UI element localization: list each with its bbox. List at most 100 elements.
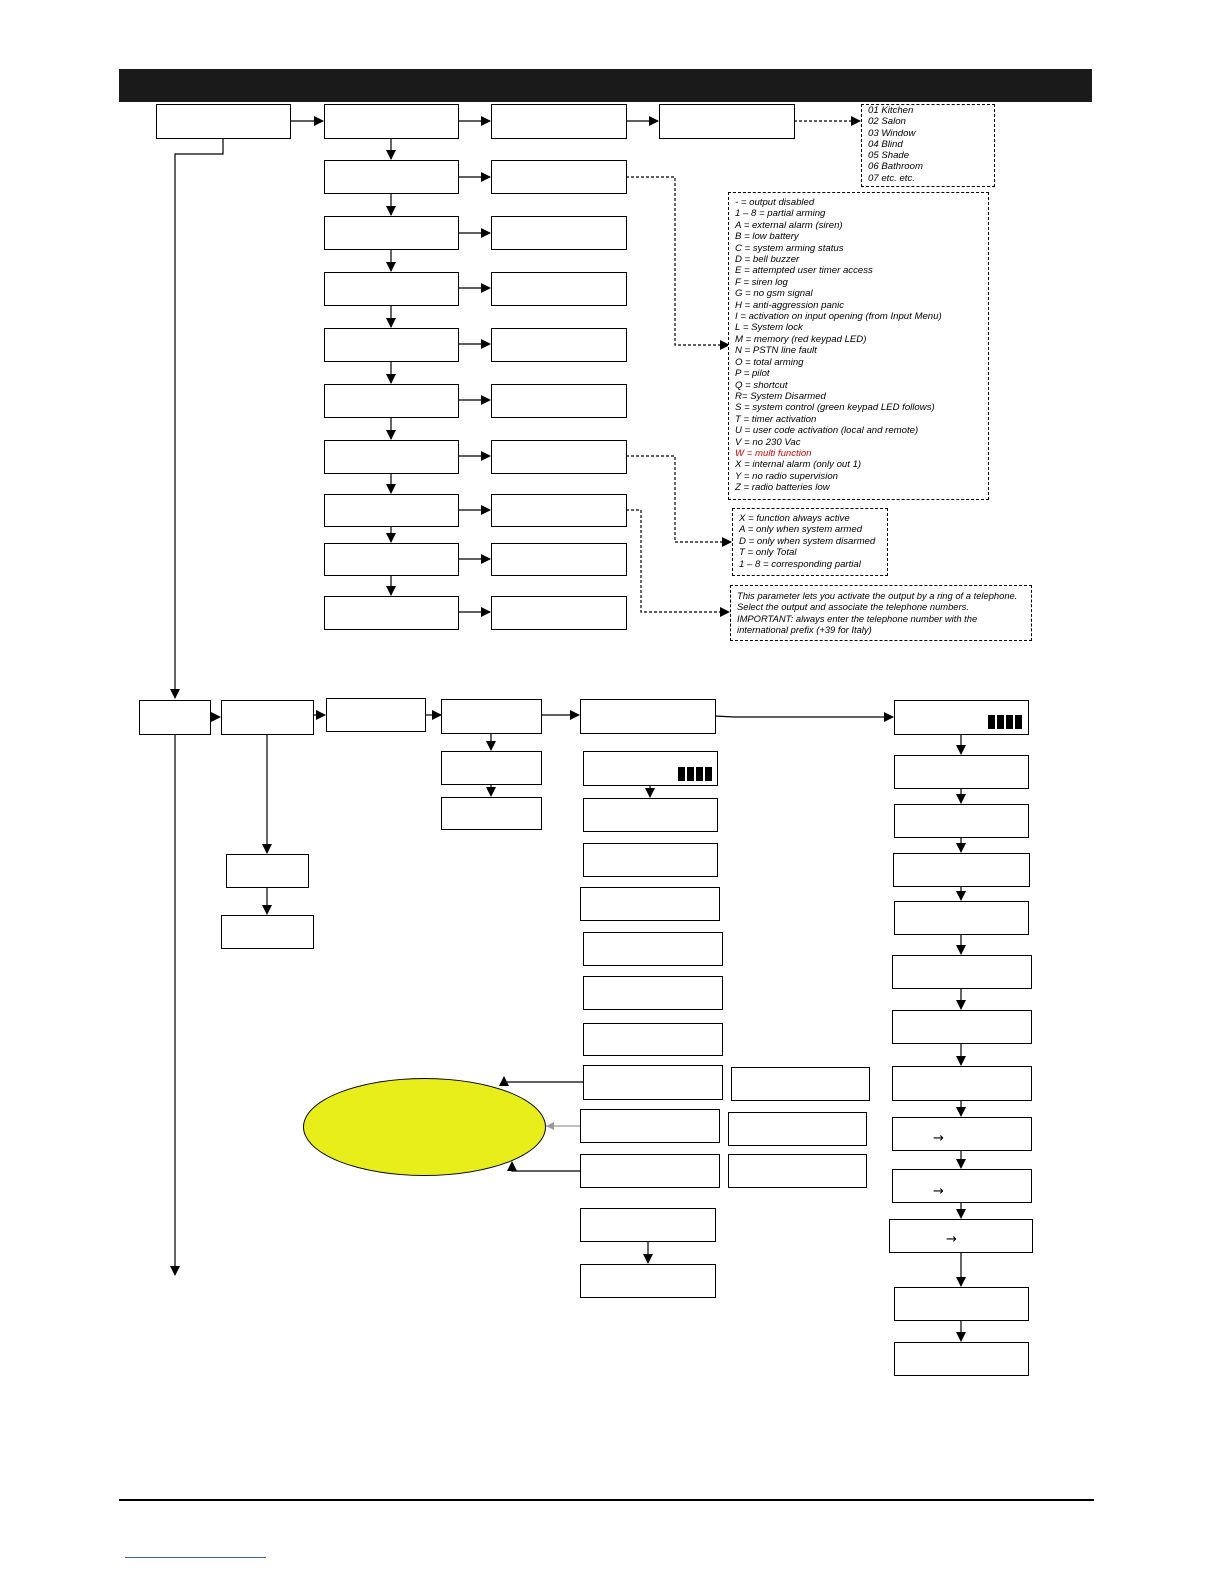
note-line: 03 Window xyxy=(868,127,916,139)
sub-menu-box xyxy=(441,797,542,830)
menu-level1-box xyxy=(324,104,459,139)
note-line: 02 Salon xyxy=(868,116,906,128)
note-line: Q = shortcut xyxy=(735,379,788,391)
note-line: 04 Blind xyxy=(868,138,903,150)
output-setting-box xyxy=(491,216,627,250)
note-line: M = memory (red keypad LED) xyxy=(735,333,867,345)
note-line: Z = radio batteries low xyxy=(735,482,830,494)
output-name-box xyxy=(659,104,795,139)
note-line: A = only when system armed xyxy=(739,524,863,536)
note-line: IMPORTANT: always enter the telephone nu… xyxy=(737,612,978,624)
note-line: G = no gsm signal xyxy=(735,288,813,300)
note-line: 06 Bathroom xyxy=(868,161,923,173)
note-line: 07 etc. etc. xyxy=(868,172,915,184)
menu-level2-box xyxy=(491,104,627,139)
option-box xyxy=(731,1067,870,1101)
settings-box xyxy=(583,932,723,966)
note-line: U = user code activation (local and remo… xyxy=(735,425,919,437)
output-menu-box xyxy=(324,272,459,306)
note-line: This parameter lets you activate the out… xyxy=(737,590,1018,601)
note-line: T = only Total xyxy=(739,547,797,559)
note-line: N = PSTN line fault xyxy=(735,345,817,357)
right-menu-box xyxy=(892,955,1032,989)
note-line: I = activation on input opening (from In… xyxy=(735,311,942,323)
settings-box xyxy=(583,798,718,832)
output-function-note: - = output disabled 1 – 8 = partial armi… xyxy=(728,192,989,500)
menu-lower-box xyxy=(326,698,426,732)
settings-box xyxy=(580,1208,716,1242)
note-line: V = no 230 Vac xyxy=(735,436,801,448)
note-line: R= System Disarmed xyxy=(735,390,826,402)
settings-box xyxy=(583,1065,723,1100)
note-line: A = external alarm (siren) xyxy=(735,219,843,231)
right-arrow-icon: → xyxy=(933,1184,944,1199)
note-line: international prefix (+39 for Italy) xyxy=(737,624,872,636)
output-setting-box xyxy=(491,494,627,527)
note-line: F = siren log xyxy=(735,276,788,288)
sub-menu-box xyxy=(441,751,542,785)
note-line: 1 – 8 = corresponding partial xyxy=(739,558,861,570)
output-menu-box xyxy=(324,384,459,418)
note-line-highlighted: W = multi function xyxy=(735,447,812,459)
output-menu-box xyxy=(324,440,459,474)
footer-link-underline xyxy=(125,1557,266,1558)
note-line: O = total arming xyxy=(735,356,804,368)
option-box xyxy=(728,1112,867,1146)
output-menu-box xyxy=(324,216,459,250)
note-line: C = system arming status xyxy=(735,242,844,254)
note-line: 1 – 8 = partial arming xyxy=(735,208,826,220)
settings-box xyxy=(580,1109,720,1143)
output-menu-box xyxy=(324,543,459,576)
highlight-ellipse xyxy=(303,1078,546,1176)
output-menu-box xyxy=(324,160,459,194)
right-arrow-icon: → xyxy=(946,1232,957,1247)
note-line: D = only when system disarmed xyxy=(739,535,876,547)
right-menu-box xyxy=(894,755,1029,789)
option-box xyxy=(728,1154,867,1188)
note-line: - = output disabled xyxy=(735,197,815,208)
note-line: P = pilot xyxy=(735,368,770,380)
note-line: 05 Shade xyxy=(868,150,910,162)
right-menu-box xyxy=(892,1169,1032,1203)
right-menu-box xyxy=(894,1287,1029,1321)
output-menu-box xyxy=(324,596,459,630)
right-menu-box xyxy=(894,901,1029,935)
note-line: B = low battery xyxy=(735,231,799,243)
note-line: X = internal alarm (only out 1) xyxy=(735,459,862,471)
output-setting-box xyxy=(491,596,627,630)
right-menu-box xyxy=(892,1066,1032,1101)
output-setting-box xyxy=(491,543,627,576)
right-menu-box xyxy=(894,804,1029,838)
note-line: X = function always active xyxy=(739,513,850,524)
sub-menu-box xyxy=(221,915,314,949)
right-menu-box xyxy=(894,1342,1029,1376)
code-entry-box xyxy=(894,700,1029,735)
settings-box xyxy=(583,976,723,1010)
output-setting-box xyxy=(491,160,627,194)
telephone-activation-note: This parameter lets you activate the out… xyxy=(730,585,1032,641)
right-menu-box xyxy=(892,1117,1032,1151)
footer-rule xyxy=(119,1499,1094,1501)
output-menu-box xyxy=(324,494,459,527)
menu-lower-box xyxy=(441,699,542,734)
note-line: S = system control (green keypad LED fol… xyxy=(735,402,935,414)
note-line: D = bell buzzer xyxy=(735,254,800,266)
output-names-note: 01 Kitchen 02 Salon 03 Window 04 Blind 0… xyxy=(861,104,995,187)
code-indicator xyxy=(678,767,712,781)
output-setting-box xyxy=(491,272,627,306)
right-arrow-icon: → xyxy=(933,1131,944,1146)
code-indicator xyxy=(988,715,1022,729)
output-mode-note: X = function always active A = only when… xyxy=(732,508,888,576)
right-menu-box xyxy=(892,1010,1032,1044)
note-line: Select the output and associate the tele… xyxy=(737,601,969,613)
note-line: H = anti-aggression panic xyxy=(735,299,845,311)
sub-menu-box xyxy=(226,854,309,888)
note-line: T = timer activation xyxy=(735,413,817,425)
settings-box xyxy=(583,1023,723,1056)
output-setting-box xyxy=(491,440,627,474)
note-line: E = attempted user timer access xyxy=(735,265,873,277)
note-line: Y = no radio supervision xyxy=(735,470,839,482)
output-setting-box xyxy=(491,384,627,418)
settings-box xyxy=(580,887,720,921)
